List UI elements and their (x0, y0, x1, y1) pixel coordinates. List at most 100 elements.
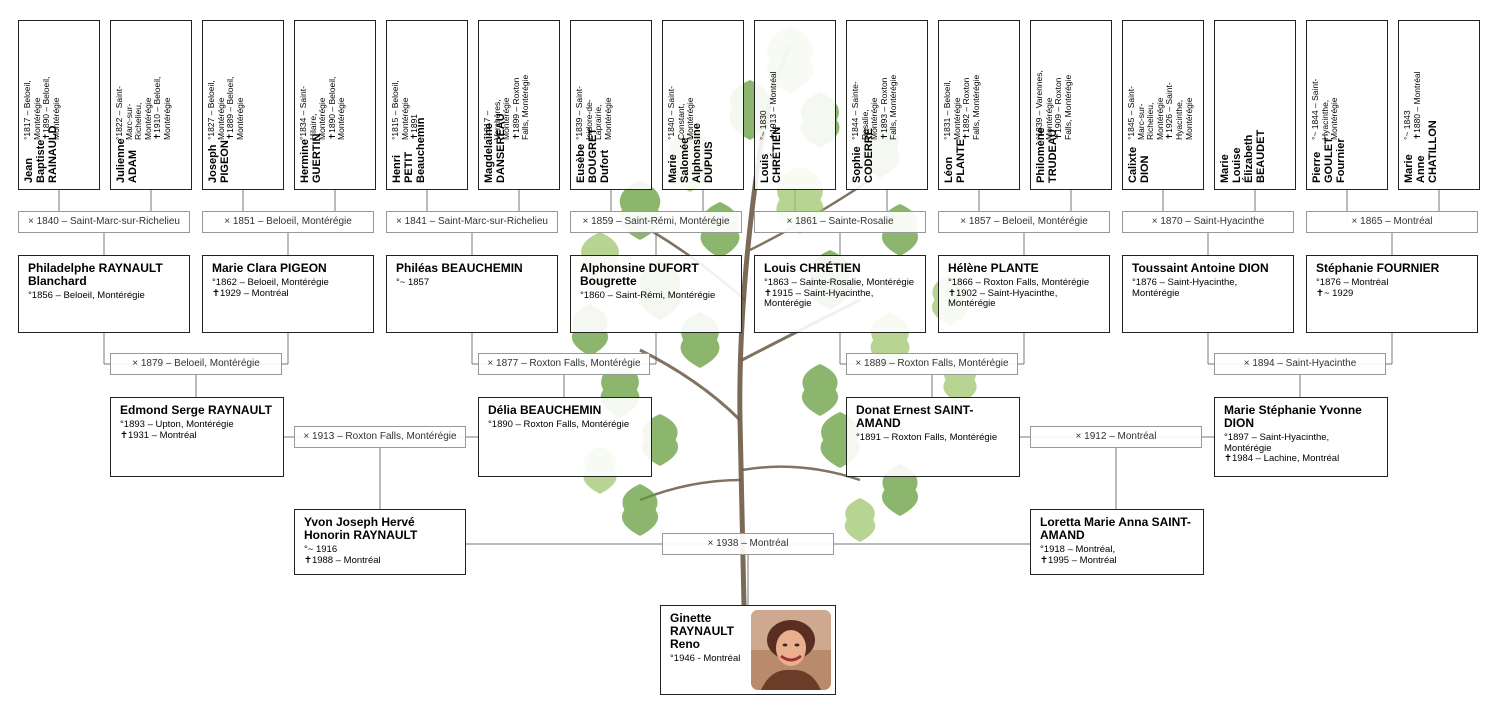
person-card-gen4-4[interactable]: Hermine GUERTIN°1834 – Saint-Hilaire, Mo… (294, 20, 376, 190)
person-name: Julienne ADAM (115, 138, 139, 183)
person-dates: °~ 1916 ✝1988 – Montréal (304, 544, 381, 566)
person-dates: °1827 – Beloeil, Montérégie ✝1889 – Belo… (206, 76, 245, 140)
person-card-gen3-3[interactable]: Philéas BEAUCHEMIN °~ 1857 (386, 255, 558, 333)
person-dates: °1822 – Saint-Marc-sur-Richelieu, Montér… (114, 76, 172, 140)
person-dates: °1839 – Saint-Isidore-de-Laprairie, Mont… (574, 86, 613, 140)
person-dates: °1840 – Saint-Constant, Montérégie (666, 86, 696, 140)
person-name: Henri PETIT Beauchemin (391, 117, 427, 183)
person-card-gen4-10[interactable]: Sophie CODERRE°1844 – Sainte-Rosalie, Mo… (846, 20, 928, 190)
person-dates: °1831 – Beloeil, Montérégie ✝1892 – Roxt… (942, 74, 981, 140)
person-dates: °1834 – Saint-Hilaire, Montérégie ✝1890 … (298, 76, 347, 140)
marriage-label: × 1861 – Sainte-Rosalie (754, 211, 926, 233)
person-name: Eusèbe BOUGRET Dufort (575, 128, 611, 183)
person-name: Philomène TRUDEAU (1035, 127, 1059, 183)
marriage-label: × 1894 – Saint-Hyacinthe (1214, 353, 1386, 375)
person-dates: °~ 1844 – Saint-Hyacinthe, Montérégie (1310, 78, 1340, 140)
marriage-label: × 1870 – Saint-Hyacinthe (1122, 211, 1294, 233)
marriage-label: × 1889 – Roxton Falls, Montérégie (846, 353, 1018, 375)
person-name: Toussaint Antoine DION (1132, 261, 1269, 275)
person-name: Pierre GOULET Fournier (1311, 137, 1347, 183)
marriage-label: × 1851 – Beloeil, Montérégie (202, 211, 374, 233)
person-card-gen4-6[interactable]: Magdelaine DANSEREAU°1817 – Verchères, M… (478, 20, 560, 190)
person-card-gen3-7[interactable]: Toussaint Antoine DION°1876 – Saint-Hyac… (1122, 255, 1294, 333)
person-name: Marie Clara PIGEON (212, 261, 327, 275)
person-dates: °1863 – Sainte-Rosalie, Montérégie ✝1915… (764, 277, 915, 309)
person-name: Ginette RAYNAULT Reno (670, 611, 735, 651)
person-dates: °1918 – Montréal, ✝1995 – Montréal (1040, 544, 1117, 566)
person-name: Louis CHRÉTIEN (759, 126, 783, 183)
person-name: Magdelaine DANSEREAU (483, 113, 507, 183)
person-card-gen3-2[interactable]: Marie Clara PIGEON °1862 – Beloeil, Monté… (202, 255, 374, 333)
marriage-label: × 1857 – Beloeil, Montérégie (938, 211, 1110, 233)
portrait-photo-icon[interactable] (751, 610, 831, 690)
person-name: Joseph PIGEON (207, 140, 231, 183)
person-card-gen3-4[interactable]: Alphonsine DUFORT Bougrette°1860 – Saint… (570, 255, 742, 333)
person-dates: °~ 1830 ✝1913 – Montréal (758, 71, 778, 140)
person-card-father[interactable]: Yvon Joseph Hervé Honorin RAYNAULT°~ 191… (294, 509, 466, 575)
marriage-label: × 1879 – Beloeil, Montérégie (110, 353, 282, 375)
person-dates: °1845 – Saint-Marc-sur-Richelieu, Montér… (1126, 82, 1194, 140)
person-card-gen4-15[interactable]: Pierre GOULET Fournier°~ 1844 – Saint-Hy… (1306, 20, 1388, 190)
person-name: Hélène PLANTE (948, 261, 1039, 275)
person-dates: °1844 – Sainte-Rosalie, Montérégie ✝1893… (850, 74, 899, 140)
person-card-gen4-14[interactable]: Marie Louise Élizabeth BEAUDET (1214, 20, 1296, 190)
person-name: Philéas BEAUCHEMIN (396, 261, 523, 275)
person-dates: °1893 – Upton, Montérégie ✝1931 – Montré… (120, 419, 234, 441)
person-name: Jean Baptiste RAINAULD (23, 125, 59, 183)
person-name: Marie Stéphanie Yvonne DION (1224, 403, 1362, 430)
person-card-gen4-11[interactable]: Léon PLANTE°1831 – Beloeil, Montérégie ✝… (938, 20, 1020, 190)
person-name: Philadelphe RAYNAULT Blanchard (28, 261, 163, 288)
person-name: Yvon Joseph Hervé Honorin RAYNAULT (304, 515, 418, 542)
person-card-gen4-5[interactable]: Henri PETIT Beauchemin°1815 – Beloeil, M… (386, 20, 468, 190)
person-name: Stéphanie FOURNIER (1316, 261, 1440, 275)
person-card-gen4-7[interactable]: Eusèbe BOUGRET Dufort°1839 – Saint-Isido… (570, 20, 652, 190)
person-dates: °1866 – Roxton Falls, Montérégie ✝1902 –… (948, 277, 1090, 309)
person-name: Marie Salomée Alphonsine DUPUIS (667, 123, 715, 183)
person-card-gen4-1[interactable]: Jean Baptiste RAINAULD°1817 – Beloeil, M… (18, 20, 100, 190)
marriage-label: × 1865 – Montréal (1306, 211, 1478, 233)
person-card-gen4-16[interactable]: Marie Anne CHATILLON°~ 1843 ✝1880 – Mont… (1398, 20, 1480, 190)
person-card-gen3-1[interactable]: Philadelphe RAYNAULT Blanchard °1856 – Be… (18, 255, 190, 333)
person-card-gen2-2[interactable]: Délia BEAUCHEMIN °1890 – Roxton Falls, Mo… (478, 397, 652, 477)
person-card-gen4-2[interactable]: Julienne ADAM°1822 – Saint-Marc-sur-Rich… (110, 20, 192, 190)
person-dates: °1876 – Montréal ✝~ 1929 (1316, 277, 1389, 299)
person-card-gen2-3[interactable]: Donat Ernest SAINT-AMAND °1891 – Roxton F… (846, 397, 1020, 477)
marriage-label: × 1840 – Saint-Marc-sur-Richelieu (18, 211, 190, 233)
marriage-label: × 1877 – Roxton Falls, Montérégie (478, 353, 650, 375)
person-card-gen4-12[interactable]: Philomène TRUDEAU°1839 – Varennes, Monté… (1030, 20, 1112, 190)
person-card-gen3-8[interactable]: Stéphanie FOURNIER °1876 – Montréal ✝~ 19… (1306, 255, 1478, 333)
person-dates: °1856 – Beloeil, Montérégie (28, 290, 145, 301)
marriage-label: × 1913 – Roxton Falls, Montérégie (294, 426, 466, 448)
marriage-label: × 1859 – Saint-Rémi, Montérégie (570, 211, 742, 233)
person-card-mother[interactable]: Loretta Marie Anna SAINT-AMAND°1918 – Mo… (1030, 509, 1204, 575)
person-dates: °~ 1857 (396, 277, 430, 288)
person-card-gen4-9[interactable]: Louis CHRÉTIEN°~ 1830 ✝1913 – Montréal (754, 20, 836, 190)
person-dates: °1817 – Verchères, Montérégie ✝1899 – Ro… (482, 74, 531, 140)
marriage-label: × 1938 – Montréal (662, 533, 834, 555)
person-card-gen4-8[interactable]: Marie Salomée Alphonsine DUPUIS°1840 – S… (662, 20, 744, 190)
person-dates: °~ 1843 ✝1880 – Montréal (1402, 71, 1422, 140)
person-card-gen4-3[interactable]: Joseph PIGEON°1827 – Beloeil, Montérégie… (202, 20, 284, 190)
marriage-label: × 1912 – Montréal (1030, 426, 1202, 448)
person-name: Léon PLANTE (943, 139, 967, 183)
person-name: Marie Louise Élizabeth BEAUDET (1219, 129, 1267, 183)
marriage-label: × 1841 – Saint-Marc-sur-Richelieu (386, 211, 558, 233)
person-card-gen2-1[interactable]: Edmond Serge RAYNAULT°1893 – Upton, Mont… (110, 397, 284, 477)
person-dates: °1839 – Varennes, Montérégie ✝1909 – Rox… (1034, 70, 1073, 140)
person-name: Marie Anne CHATILLON (1403, 120, 1439, 183)
person-name: Hermine GUERTIN (299, 133, 323, 184)
person-dates: °1890 – Roxton Falls, Montérégie (488, 419, 630, 430)
person-card-gen4-13[interactable]: Calixte DION °1845 – Saint-Marc-sur-Riche… (1122, 20, 1204, 190)
person-name: Donat Ernest SAINT-AMAND (856, 403, 974, 430)
person-dates: °1891 – Roxton Falls, Montérégie (856, 432, 998, 443)
person-card-gen3-5[interactable]: Louis CHRÉTIEN°1863 – Sainte-Rosalie, Mo… (754, 255, 926, 333)
person-name: Délia BEAUCHEMIN (488, 403, 602, 417)
person-dates: °1860 – Saint-Rémi, Montérégie (580, 290, 716, 301)
person-dates: °1817 – Beloeil, Montérégie ✝1890 – Belo… (22, 76, 61, 140)
person-name: Sophie CODERRE (851, 127, 875, 183)
person-dates: °1862 – Beloeil, Montérégie ✝1929 – Mont… (212, 277, 329, 299)
person-card-gen2-4[interactable]: Marie Stéphanie Yvonne DION°1897 – Saint… (1214, 397, 1388, 477)
person-name: Calixte DION (1127, 146, 1151, 183)
person-card-gen3-6[interactable]: Hélène PLANTE °1866 – Roxton Falls, Monté… (938, 255, 1110, 333)
